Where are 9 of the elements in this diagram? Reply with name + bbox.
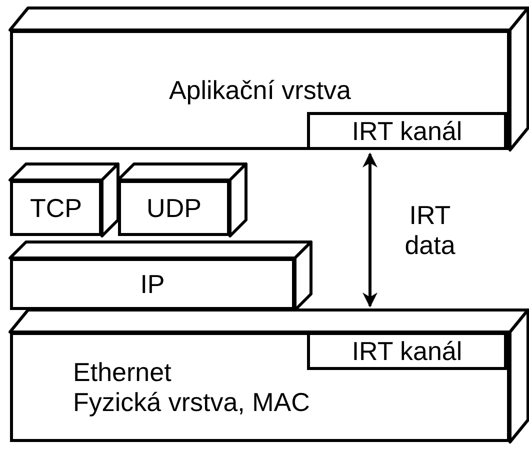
layer-label: Aplikační vrstva (168, 75, 352, 105)
layer-label: Fyzická vrstva, MAC (73, 387, 310, 417)
double-arrow (362, 152, 378, 308)
layer-label: TCP (30, 193, 82, 223)
layer-label: IRT kanál (352, 116, 462, 146)
layer-label: UDP (146, 193, 202, 223)
layer-label: IRT kanál (352, 336, 462, 366)
layer-label: Ethernet (73, 357, 172, 387)
layer-label: IP (140, 269, 165, 299)
